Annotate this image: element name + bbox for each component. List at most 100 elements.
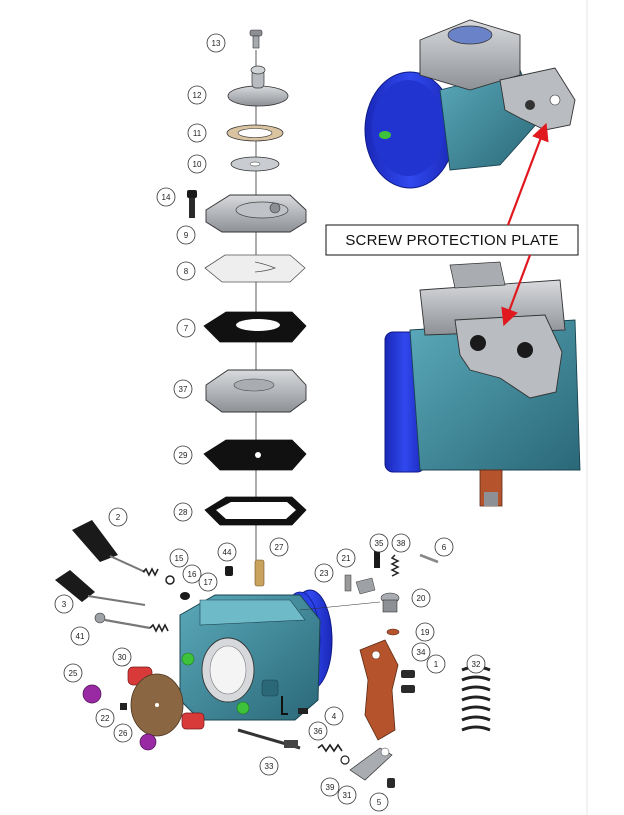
callout-36: 36 xyxy=(308,721,328,741)
part-14-screw xyxy=(187,190,197,218)
callout-number: 10 xyxy=(193,160,202,169)
callout-number: 3 xyxy=(62,600,67,609)
part-19-o-ring xyxy=(386,628,400,636)
part-2-needle-screw xyxy=(72,520,146,573)
part-7-diaphragm xyxy=(203,311,307,343)
callout-31: 31 xyxy=(337,785,357,805)
callout-38: 38 xyxy=(391,533,411,553)
callout-circle xyxy=(206,33,226,53)
part-21-23-fitting xyxy=(344,574,376,595)
part-44-plug xyxy=(225,566,233,576)
callout-number: 2 xyxy=(116,513,121,522)
callout-number: 37 xyxy=(179,385,188,394)
callout-33: 33 xyxy=(259,756,279,776)
callout-27: 27 xyxy=(269,537,289,557)
callout-23: 23 xyxy=(314,563,334,583)
callout-number: 25 xyxy=(69,669,78,678)
callout-25: 25 xyxy=(63,663,83,683)
callout-21: 21 xyxy=(336,548,356,568)
callout-16: 16 xyxy=(182,564,202,584)
callout-circle xyxy=(308,721,328,741)
callout-32: 32 xyxy=(466,654,486,674)
callout-13: 13 xyxy=(206,33,226,53)
part-11-ring xyxy=(226,124,284,142)
part-36-bracket xyxy=(281,696,288,715)
callout-circle xyxy=(320,777,340,797)
callout-number: 14 xyxy=(162,193,171,202)
callout-number: 33 xyxy=(265,762,274,771)
red-cap-lower xyxy=(181,712,205,730)
part-34-throttle-lever xyxy=(359,639,399,741)
part-39-spring xyxy=(317,743,350,765)
callout-1: 1 xyxy=(426,654,446,674)
callout-circle xyxy=(198,572,218,592)
callout-number: 15 xyxy=(175,554,184,563)
callout-circle xyxy=(269,537,289,557)
callout-number: 31 xyxy=(343,791,352,800)
callout-19: 19 xyxy=(415,622,435,642)
callout-circle xyxy=(95,708,115,728)
callout-circle xyxy=(411,642,431,662)
callout-8: 8 xyxy=(176,261,196,281)
callout-circle xyxy=(187,154,207,174)
callout-2: 2 xyxy=(108,507,128,527)
callout-number: 36 xyxy=(314,727,323,736)
callout-circle xyxy=(187,85,207,105)
callout-number: 35 xyxy=(375,539,384,548)
callout-number: 22 xyxy=(101,714,110,723)
callout-circle xyxy=(391,533,411,553)
callout-22: 22 xyxy=(95,708,115,728)
callout-number: 28 xyxy=(179,508,188,517)
callout-number: 38 xyxy=(397,539,406,548)
callout-circle xyxy=(415,622,435,642)
detail-view-top xyxy=(364,19,576,189)
callout-circle xyxy=(466,654,486,674)
callout-circle xyxy=(173,379,193,399)
callout-number: 6 xyxy=(442,543,447,552)
callout-circle xyxy=(63,663,83,683)
callout-circle xyxy=(173,445,193,465)
callout-number: 9 xyxy=(184,231,189,240)
part-4-clip xyxy=(298,708,308,714)
screw-protection-plate-annotation: SCREW PROTECTION PLATE xyxy=(325,122,579,327)
callout-circle xyxy=(411,588,431,608)
callout-39: 39 xyxy=(320,777,340,797)
callout-number: 29 xyxy=(179,451,188,460)
callout-number: 34 xyxy=(417,648,426,657)
callout-number: 16 xyxy=(188,570,197,579)
callout-14: 14 xyxy=(156,187,176,207)
part-32-return-spring xyxy=(461,665,491,732)
callout-44: 44 xyxy=(217,542,237,562)
part-25-magenta-cap xyxy=(82,684,102,704)
callout-12: 12 xyxy=(187,85,207,105)
callout-circle xyxy=(324,706,344,726)
callout-circle xyxy=(112,647,132,667)
callout-circle xyxy=(217,542,237,562)
callout-circle xyxy=(337,785,357,805)
callout-circle xyxy=(176,225,196,245)
callout-number: 44 xyxy=(223,548,232,557)
callout-number: 19 xyxy=(421,628,430,637)
callout-15: 15 xyxy=(169,548,189,568)
callout-number: 20 xyxy=(417,594,426,603)
callout-number: 12 xyxy=(193,91,202,100)
callout-number: 39 xyxy=(326,783,335,792)
callout-35: 35 xyxy=(369,533,389,553)
callout-20: 20 xyxy=(411,588,431,608)
callout-11: 11 xyxy=(187,123,207,143)
part-27-sleeve xyxy=(254,559,265,587)
callout-number: 21 xyxy=(342,554,351,563)
callout-5: 5 xyxy=(369,792,389,812)
part-41-idle-screw xyxy=(94,612,169,633)
callout-41: 41 xyxy=(70,626,90,646)
part-31-lever xyxy=(349,747,393,781)
callout-number: 8 xyxy=(184,267,189,276)
part-20-fuel-inlet xyxy=(380,592,400,613)
leader-line xyxy=(299,601,381,611)
annotation-label-text: SCREW PROTECTION PLATE xyxy=(345,232,558,249)
part-38-spring xyxy=(390,554,400,577)
part-10-washer xyxy=(230,156,280,172)
callout-29: 29 xyxy=(173,445,193,465)
